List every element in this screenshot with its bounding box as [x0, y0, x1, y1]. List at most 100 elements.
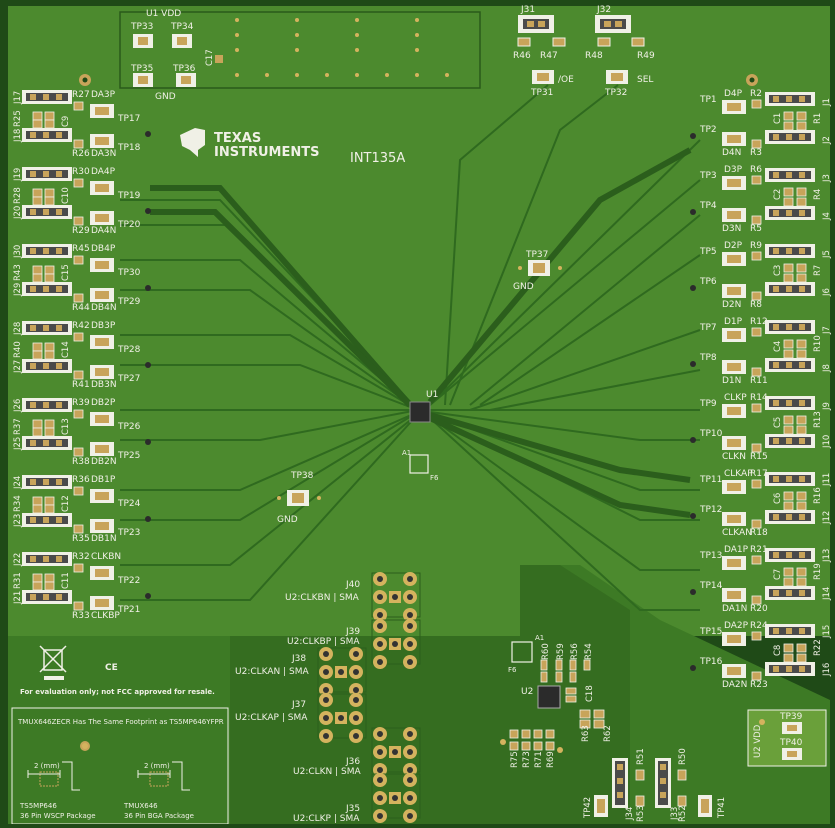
label-j30: J30: [13, 245, 23, 259]
testpoint-tp29[interactable]: [90, 288, 114, 302]
connector-j17[interactable]: [22, 90, 72, 104]
label-c8: C8: [773, 645, 783, 656]
testpoint-tp20[interactable]: [90, 211, 114, 225]
testpoint-tp15[interactable]: [722, 632, 746, 646]
testpoint-tp17[interactable]: [90, 104, 114, 118]
connector-j23[interactable]: [22, 513, 72, 527]
connector-j8[interactable]: [765, 358, 815, 372]
testpoint-tp8[interactable]: [722, 360, 746, 374]
testpoint-tp1[interactable]: [722, 100, 746, 114]
connector-j4[interactable]: [765, 206, 815, 220]
connector-j19[interactable]: [22, 167, 72, 181]
testpoint-tp9[interactable]: [722, 404, 746, 418]
testpoint-tp18[interactable]: [90, 134, 114, 148]
resistor-r10: [796, 339, 807, 349]
testpoint-tp30[interactable]: [90, 258, 114, 272]
resistor-r12: [751, 327, 762, 337]
connector-j21[interactable]: [22, 590, 72, 604]
label-c15: C15: [61, 264, 71, 281]
via-0: [145, 131, 151, 137]
sma-connector-j35[interactable]: [371, 773, 421, 823]
connector-j11[interactable]: [765, 472, 815, 486]
ti-logo-icon: [180, 128, 205, 157]
connector-j15[interactable]: [765, 624, 815, 638]
label-j3: J3: [822, 174, 832, 183]
connector-j24[interactable]: [22, 475, 72, 489]
connector-j10[interactable]: [765, 434, 815, 448]
sma-connector-j37[interactable]: [317, 693, 367, 743]
testpoint-tp23[interactable]: [90, 519, 114, 533]
label-sig-0-n: DA3N: [91, 149, 116, 159]
testpoint-tp21[interactable]: [90, 596, 114, 610]
label-j13: J13: [822, 549, 832, 563]
connector-j26[interactable]: [22, 398, 72, 412]
connector-j5[interactable]: [765, 244, 815, 258]
testpoint-tp10[interactable]: [722, 436, 746, 450]
connector-j14[interactable]: [765, 586, 815, 600]
j33-header[interactable]: [655, 758, 671, 808]
j35-desc: U2:CLKP | SMA: [293, 814, 360, 824]
j31-header[interactable]: [518, 15, 554, 33]
testpoint-tp11[interactable]: [722, 480, 746, 494]
testpoint-tp14[interactable]: [722, 588, 746, 602]
testpoint-tp19[interactable]: [90, 181, 114, 195]
connector-j7[interactable]: [765, 320, 815, 334]
j32-header[interactable]: [595, 15, 631, 33]
connector-j30[interactable]: [22, 244, 72, 258]
tp41-pad[interactable]: [698, 795, 712, 817]
label-r2: R2: [750, 89, 762, 99]
connector-j25[interactable]: [22, 436, 72, 450]
connector-j27[interactable]: [22, 359, 72, 373]
testpoint-tp13[interactable]: [722, 556, 746, 570]
connector-j12[interactable]: [765, 510, 815, 524]
connector-j22[interactable]: [22, 552, 72, 566]
c17-label: C17: [205, 49, 215, 66]
connector-j16[interactable]: [765, 662, 815, 676]
testpoint-tp27[interactable]: [90, 365, 114, 379]
testpoint-tp3[interactable]: [722, 176, 746, 190]
testpoint-tp25[interactable]: [90, 442, 114, 456]
sma-connector-j39[interactable]: [371, 619, 421, 669]
sma-connector-j38[interactable]: [317, 647, 367, 697]
via-6: [145, 593, 151, 599]
pad-r5-a: [783, 501, 794, 511]
connector-j20[interactable]: [22, 205, 72, 219]
connector-j29[interactable]: [22, 282, 72, 296]
u2-chip[interactable]: [537, 685, 561, 709]
resistor-r5: [751, 215, 762, 225]
connector-j9[interactable]: [765, 396, 815, 410]
testpoint-tp16[interactable]: [722, 664, 746, 678]
connector-j13[interactable]: [765, 548, 815, 562]
connector-j18[interactable]: [22, 128, 72, 142]
testpoint-tp7[interactable]: [722, 328, 746, 342]
r63-label: R63: [581, 725, 591, 742]
testpoint-tp22[interactable]: [90, 566, 114, 580]
sma-connector-j40[interactable]: [371, 572, 421, 622]
capacitor-c13: [32, 427, 43, 437]
connector-j3[interactable]: [765, 168, 815, 182]
tp42-pad[interactable]: [594, 795, 608, 817]
testpoint-tp12[interactable]: [722, 512, 746, 526]
testpoint-tp6[interactable]: [722, 284, 746, 298]
u2-vdd-pads[interactable]: [782, 722, 802, 760]
tp38-pad[interactable]: [277, 490, 321, 506]
resistor-r22: [796, 643, 807, 653]
testpoint-tp5[interactable]: [722, 252, 746, 266]
testpoint-tp28[interactable]: [90, 335, 114, 349]
testpoint-tp26[interactable]: [90, 412, 114, 426]
u1-f6-label: F6: [430, 474, 439, 482]
tp37-pad[interactable]: [518, 260, 562, 276]
label-r34: R34: [13, 495, 23, 512]
connector-j2[interactable]: [765, 130, 815, 144]
u1-chip[interactable]: [409, 401, 431, 423]
testpoint-tp2[interactable]: [722, 132, 746, 146]
u1-label: U1: [426, 390, 438, 400]
label-tp2: TP2: [699, 125, 717, 135]
j34-header[interactable]: [612, 758, 628, 808]
connector-j1[interactable]: [765, 92, 815, 106]
resistor-r20: [751, 595, 762, 605]
connector-j28[interactable]: [22, 321, 72, 335]
connector-j6[interactable]: [765, 282, 815, 296]
testpoint-tp4[interactable]: [722, 208, 746, 222]
testpoint-tp24[interactable]: [90, 489, 114, 503]
